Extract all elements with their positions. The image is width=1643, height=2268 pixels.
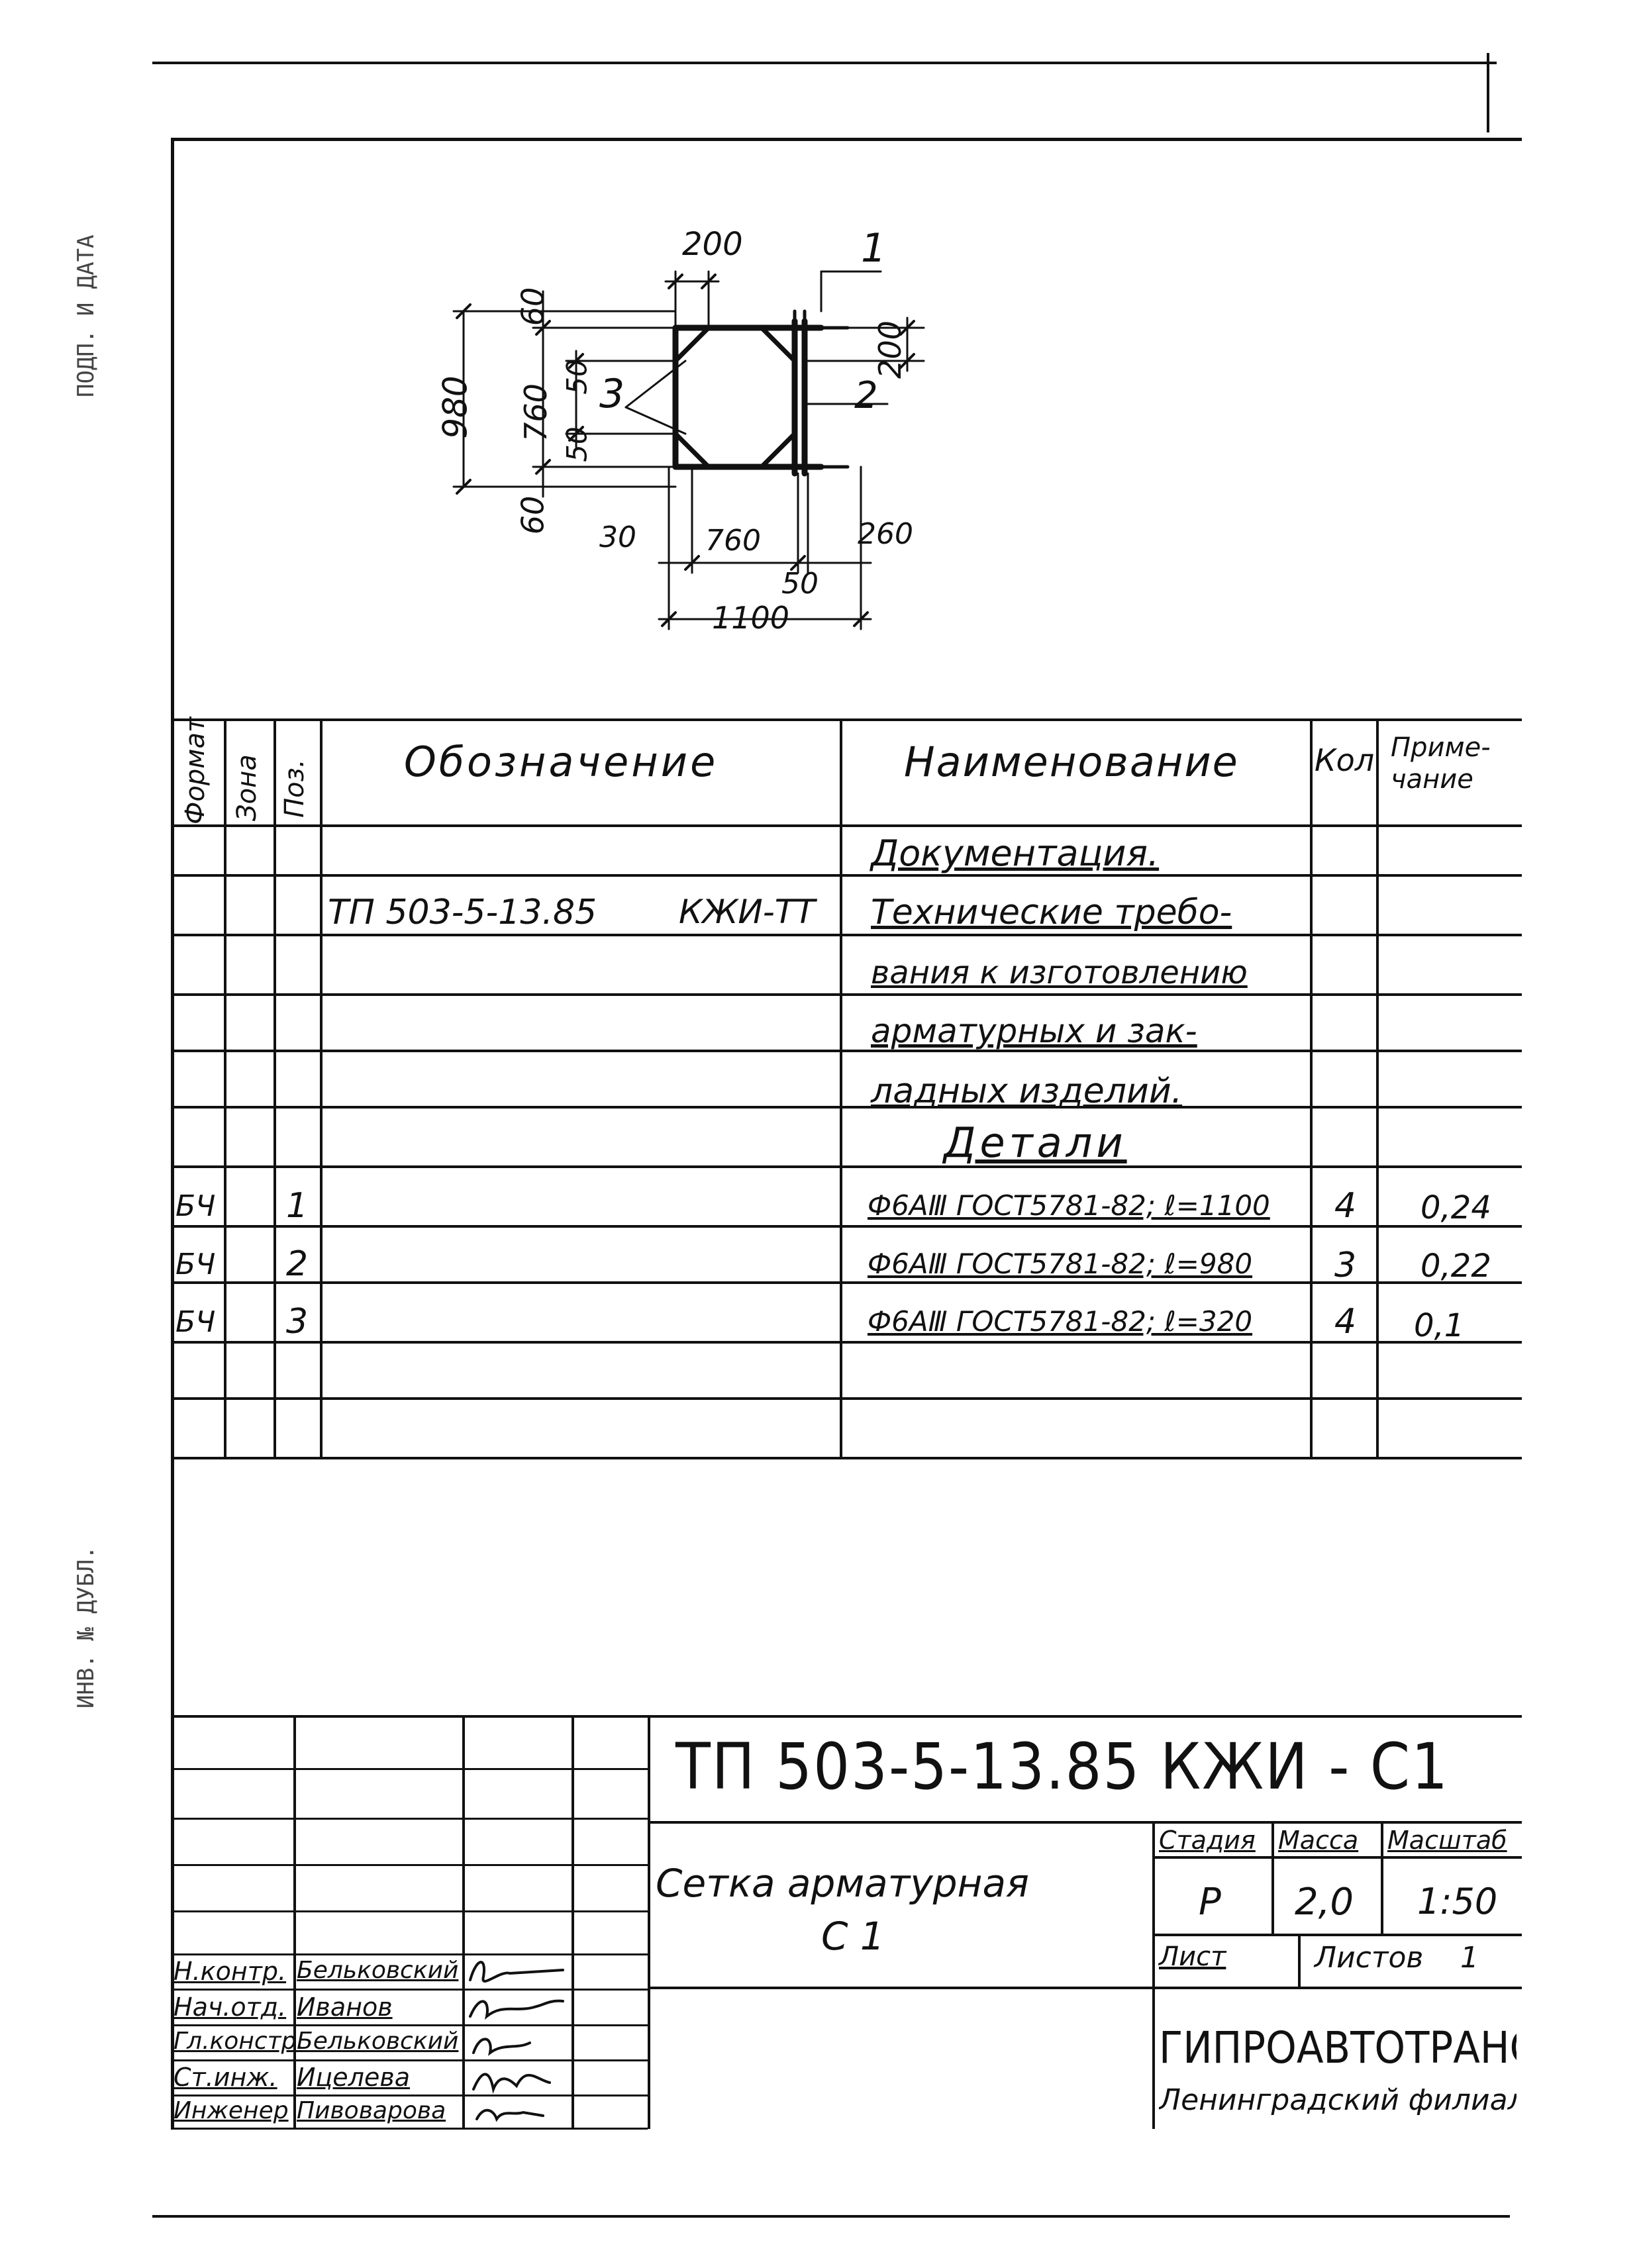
section-details: Детали (944, 1118, 1127, 1167)
mesh-bars (672, 318, 824, 477)
row-3-name: Ф6АⅢ ГОСТ5781-82; ℓ=320 (868, 1305, 1253, 1338)
doc-name-line-2: вания к изготовлению (871, 954, 1248, 991)
row-3-note: 0,1 (1414, 1307, 1465, 1344)
doc-number: ТП 503-5-13.85 КЖИ - С1 (675, 1730, 1450, 1804)
sheet-label: Лист (1159, 1942, 1226, 1972)
mass-label: Масса (1278, 1826, 1359, 1855)
header-designation: Обозначение (404, 738, 719, 786)
row-1-note: 0,24 (1420, 1189, 1491, 1226)
dim-label-60-bottom: 60 (515, 495, 551, 535)
position-label-1: 1 (861, 225, 887, 271)
rebar-mesh-drawing (452, 270, 925, 630)
row-2-qty: 3 (1334, 1246, 1357, 1285)
organization-branch: Ленинградский филиал (1159, 2086, 1517, 2115)
drawing-title-line-2: С 1 (821, 1914, 885, 1959)
row-1-qty: 4 (1334, 1186, 1357, 1226)
margin-stamp-lower: ИНВ. № ДУБЛ. (73, 1546, 99, 1708)
signer-2-name: Иванов (297, 1993, 393, 2022)
row-2-name: Ф6АⅢ ГОСТ5781-82; ℓ=980 (868, 1248, 1253, 1280)
header-name: Наименование (904, 738, 1239, 786)
dim-label-200-right: 200 (871, 320, 908, 379)
row-2-format: БЧ (175, 1248, 216, 1281)
signer-3-role: Гл.констр. (174, 2028, 304, 2055)
dim-label-760-bottom: 760 (705, 524, 761, 558)
drawing-title-line-1: Сетка арматурная (656, 1861, 1029, 1906)
row-3-qty: 4 (1334, 1302, 1357, 1342)
row-1-pos: 1 (286, 1186, 309, 1226)
organization-name: ГИПРОАВТОТРАНС (1159, 2026, 1517, 2070)
row-1-name: Ф6АⅢ ГОСТ5781-82; ℓ=1100 (868, 1189, 1270, 1222)
doc-code: КЖИ-ТТ (679, 893, 815, 931)
top-right-tick (1487, 53, 1489, 132)
frame-left-line (171, 138, 174, 2128)
dim-label-260: 260 (858, 517, 913, 551)
header-pos: Поз. (279, 759, 310, 818)
position-label-3: 3 (599, 371, 625, 417)
dim-label-50-b: 50 (560, 426, 593, 462)
signer-4-name: Ицелева (297, 2063, 411, 2092)
sheets-label: Листов (1315, 1941, 1424, 1975)
dim-label-30: 30 (599, 520, 636, 554)
row-3-pos: 3 (286, 1302, 309, 1342)
row-3-format: БЧ (175, 1305, 216, 1339)
dim-label-50-a: 50 (560, 359, 593, 395)
dim-label-50-bottom: 50 (781, 567, 819, 601)
signer-1-role: Н.контр. (174, 1957, 287, 1986)
header-qty: Кол (1315, 742, 1375, 778)
position-label-2: 2 (854, 374, 878, 417)
sheets-count: 1 (1460, 1941, 1479, 1975)
doc-name-line-4: ладных изделий. (871, 1071, 1183, 1111)
row-2-pos: 2 (286, 1244, 309, 1284)
frame-top-line (171, 138, 1522, 141)
dim-label-1100: 1100 (712, 600, 790, 636)
scale-label: Масштаб (1387, 1828, 1507, 1853)
dim-label-760-left: 760 (517, 383, 554, 442)
doc-designation: ТП 503-5-13.85 (328, 893, 597, 932)
header-note: Приме-чание (1391, 732, 1491, 795)
dim-label-60-top: 60 (515, 287, 551, 326)
dim-label-980: 980 (436, 375, 475, 439)
section-documentation: Документация. (871, 832, 1160, 874)
bottom-border-line (152, 2215, 1510, 2218)
signer-4-role: Ст.инж. (174, 2063, 277, 2092)
octagon-bars (673, 325, 797, 469)
stage-value: Р (1199, 1881, 1221, 1924)
mass-value: 2,0 (1295, 1881, 1354, 1924)
margin-stamp-upper: ПОДП. И ДАТА (73, 234, 99, 397)
top-border-line (152, 62, 1497, 64)
doc-name-line-3: арматурных и зак- (871, 1012, 1197, 1050)
stage-label: Стадия (1159, 1826, 1256, 1855)
header-zone: Зона (232, 754, 262, 821)
signer-2-role: Нач.отд. (174, 1993, 287, 2022)
doc-name-line-1: Технические требо- (871, 893, 1232, 932)
signatures (469, 1961, 564, 2122)
signer-5-role: Инженер (174, 2097, 289, 2124)
signer-5-name: Пивоварова (297, 2097, 446, 2124)
row-1-format: БЧ (175, 1189, 216, 1223)
header-format: Формат (180, 716, 211, 824)
scale-value: 1:50 (1417, 1881, 1498, 1922)
dim-label-200-top: 200 (682, 226, 743, 263)
signer-1-name: Бельковский (297, 1957, 459, 1984)
signer-3-name: Бельковский (297, 2028, 459, 2055)
row-2-note: 0,22 (1420, 1248, 1491, 1285)
dimension-lines (452, 270, 925, 630)
